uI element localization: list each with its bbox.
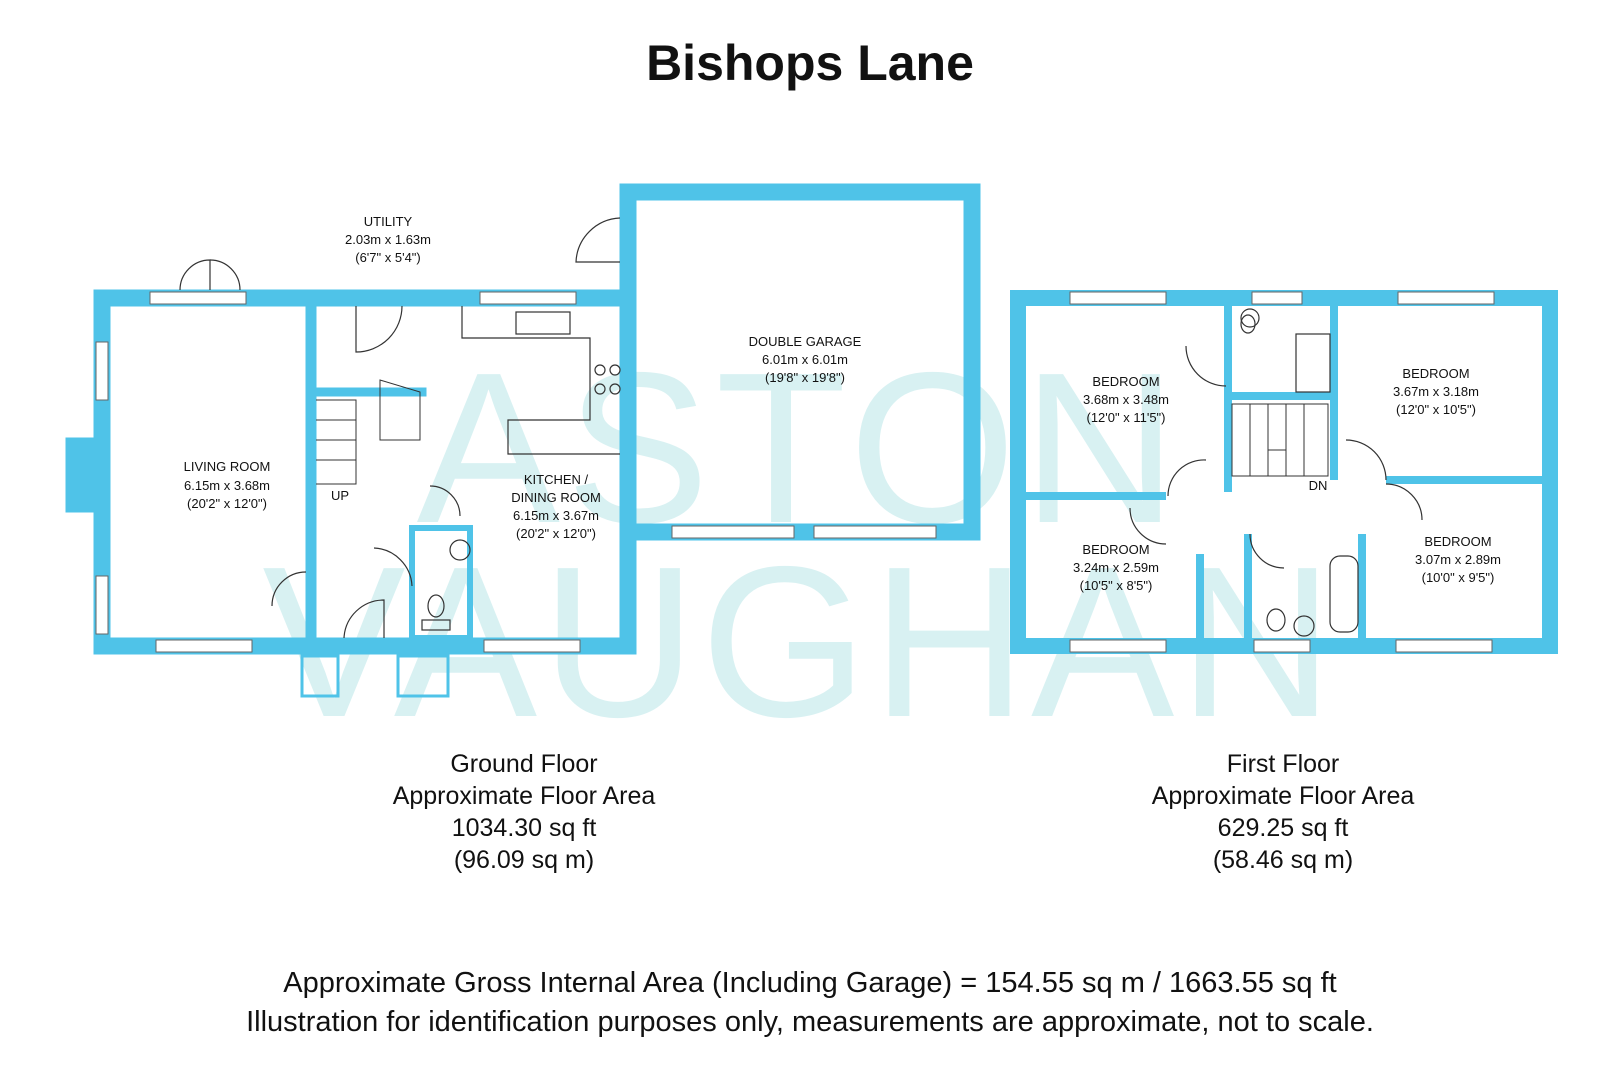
bedroom2-name: BEDROOM <box>1402 366 1469 381</box>
first-floor-sqft: 629.25 sq ft <box>1217 814 1349 842</box>
wc-wall <box>409 525 473 641</box>
ground-floor-sqm: (96.09 sq m) <box>453 846 595 874</box>
kitchen-imperial: (20'2" x 12'0") <box>516 526 596 541</box>
garage-wall-left <box>619 183 637 655</box>
bedroom3-name: BEDROOM <box>1082 542 1149 557</box>
ground-wc <box>421 539 471 631</box>
bedroom3-imperial: (10'5" x 8'5") <box>1080 578 1153 593</box>
disclaimer-text: Illustration for identification purposes… <box>246 1006 1374 1038</box>
garage-name: DOUBLE GARAGE <box>749 334 862 349</box>
ground-stairs <box>316 379 421 485</box>
garage-wall-top <box>619 183 981 201</box>
kitchen-name: KITCHEN / <box>524 472 589 487</box>
garage-imperial: (19'8" x 19'8") <box>765 370 845 385</box>
bedroom4-imperial: (10'0" x 9'5") <box>1422 570 1495 585</box>
bathroom-fittings <box>1240 308 1359 637</box>
first-floor-plan <box>1010 290 1558 654</box>
living-room-metric: 6.15m x 3.68m <box>184 478 270 493</box>
kitchen-name-2: DINING ROOM <box>511 490 601 505</box>
page-title: Bishops Lane <box>646 35 974 91</box>
garage-wall-right <box>963 183 981 541</box>
living-room-wall-right <box>305 305 317 639</box>
bathroom-wall-left <box>1244 534 1252 638</box>
kitchen-metric: 6.15m x 3.67m <box>513 508 599 523</box>
utility-metric: 2.03m x 1.63m <box>345 232 431 247</box>
first-wall-right <box>1542 290 1558 654</box>
bedroom4-metric: 3.07m x 2.89m <box>1415 552 1501 567</box>
utility-imperial: (6'7" x 5'4") <box>355 250 421 265</box>
room-labels: LIVING ROOM 6.15m x 3.68m (20'2" x 12'0"… <box>184 214 1501 593</box>
first-floor-area-label: Approximate Floor Area <box>1151 782 1415 810</box>
ground-doors <box>179 217 621 639</box>
first-doors <box>1129 345 1423 569</box>
bedroom3-metric: 3.24m x 2.59m <box>1073 560 1159 575</box>
bedroom1-imperial: (12'0" x 11'5") <box>1087 410 1166 425</box>
first-floor-summary: First Floor Approximate Floor Area 629.2… <box>1073 748 1493 876</box>
bathroom-wall-right2 <box>1358 534 1366 638</box>
ground-windows <box>95 291 937 653</box>
first-floor-sqm: (58.46 sq m) <box>1212 846 1354 874</box>
bedroom2-metric: 3.67m x 3.18m <box>1393 384 1479 399</box>
ground-floor-sqft: 1034.30 sq ft <box>451 814 597 842</box>
living-room-name: LIVING ROOM <box>184 459 271 474</box>
first-wall-left <box>1010 290 1026 654</box>
ground-floor-summary: Ground Floor Approximate Floor Area 1034… <box>314 748 734 876</box>
kitchen-units <box>461 306 621 455</box>
kitchen-wall-top <box>305 289 637 307</box>
bedroom3-wall-right <box>1196 554 1204 638</box>
first-floor-title: First Floor <box>1226 750 1340 778</box>
porch <box>300 654 450 698</box>
first-windows <box>1069 291 1495 653</box>
ground-floor-plan <box>65 183 981 655</box>
bedroom2-imperial: (12'0" x 10'5") <box>1396 402 1476 417</box>
bedroom1-wall-bottom <box>1026 492 1166 500</box>
ground-stair-label: UP <box>331 488 349 503</box>
ground-floor-area-label: Approximate Floor Area <box>392 782 656 810</box>
living-room-imperial: (20'2" x 12'0") <box>187 496 267 511</box>
utility-name: UTILITY <box>364 214 413 229</box>
bedroom4-name: BEDROOM <box>1424 534 1491 549</box>
ground-floor-title: Ground Floor <box>450 750 598 778</box>
landing-wall <box>1224 392 1338 400</box>
bedroom1-name: BEDROOM <box>1092 374 1159 389</box>
bedroom1-metric: 3.68m x 3.48m <box>1083 392 1169 407</box>
gross-area-text: Approximate Gross Internal Area (Includi… <box>283 967 1337 999</box>
garage-metric: 6.01m x 6.01m <box>762 352 848 367</box>
hall-wall <box>315 387 427 397</box>
first-stairs <box>1231 403 1329 477</box>
bedroom2-wall-bottom <box>1386 476 1542 484</box>
first-stair-label: DN <box>1309 478 1328 493</box>
chimney <box>65 437 97 513</box>
footer: Approximate Gross Internal Area (Includi… <box>0 964 1620 1042</box>
